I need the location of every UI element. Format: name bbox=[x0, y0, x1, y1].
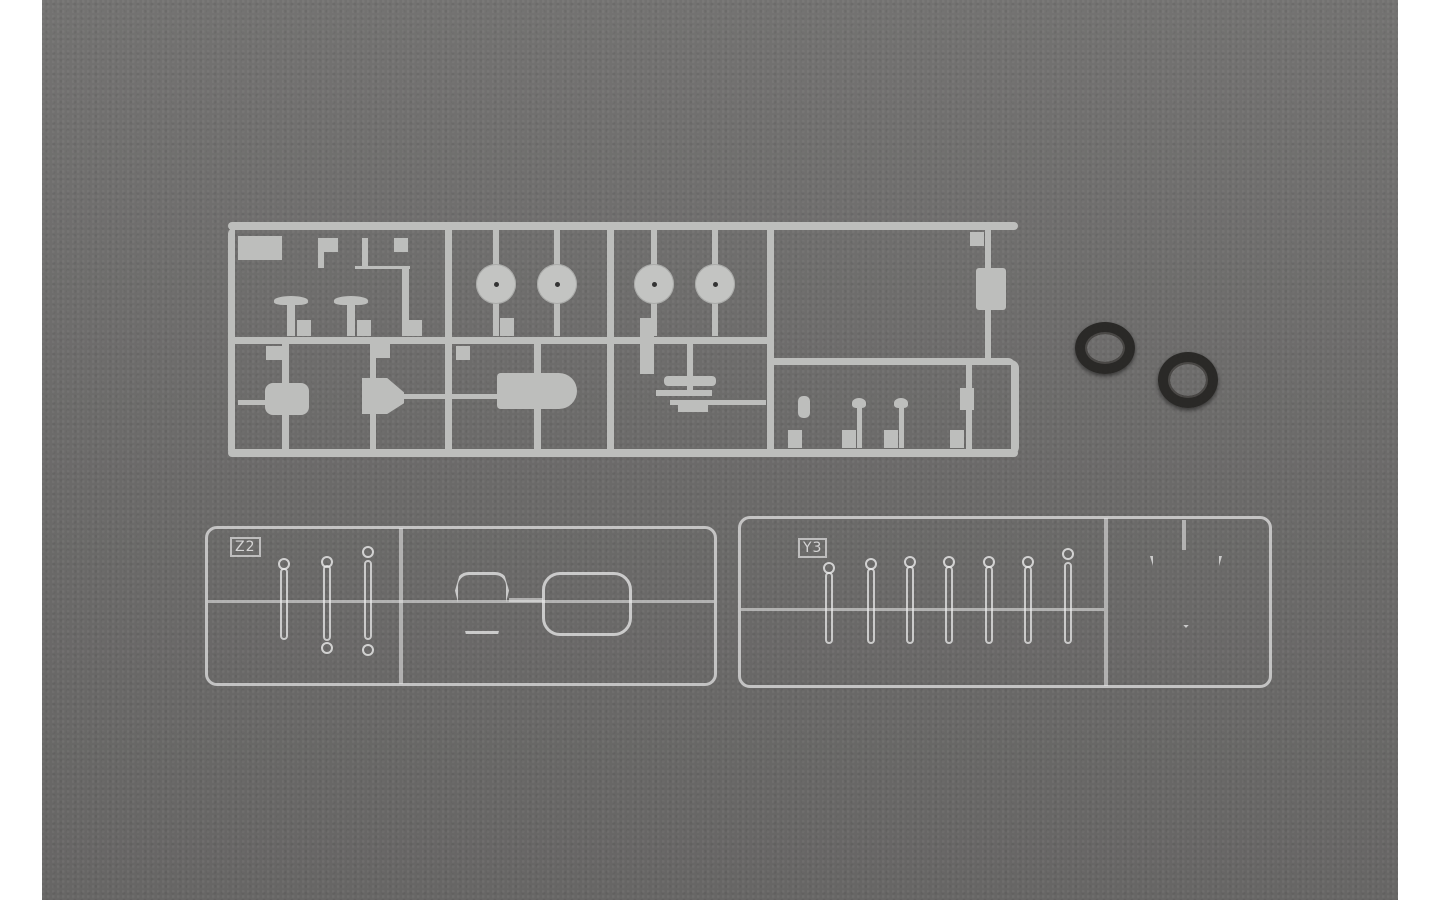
wheel-hub bbox=[695, 264, 735, 304]
fuselage-detail-part bbox=[362, 378, 404, 414]
tire bbox=[1075, 322, 1135, 374]
clear-strut bbox=[985, 566, 993, 644]
wheel-hub bbox=[537, 264, 577, 304]
sprue-label: Y3 bbox=[798, 538, 828, 558]
gun-assembly-part bbox=[664, 376, 716, 386]
landing-gear-part bbox=[976, 268, 1006, 310]
figure-part bbox=[852, 398, 866, 408]
figure-part bbox=[798, 396, 810, 418]
sprue-label: Z2 bbox=[230, 537, 261, 557]
clear-strut bbox=[825, 572, 833, 644]
canopy-rear-part bbox=[542, 572, 632, 636]
clear-strut bbox=[323, 565, 331, 641]
wheel-hub bbox=[476, 264, 516, 304]
clear-strut bbox=[1064, 562, 1072, 644]
clear-strut bbox=[364, 560, 372, 640]
wheel-hub bbox=[634, 264, 674, 304]
photo-background: Z2 Y3 bbox=[42, 0, 1398, 900]
tire bbox=[1158, 352, 1218, 408]
clear-strut bbox=[280, 568, 288, 640]
clear-strut bbox=[945, 566, 953, 644]
clear-strut bbox=[867, 568, 875, 644]
clear-strut bbox=[906, 566, 914, 644]
figure-part bbox=[894, 398, 908, 408]
clear-strut bbox=[1024, 566, 1032, 644]
